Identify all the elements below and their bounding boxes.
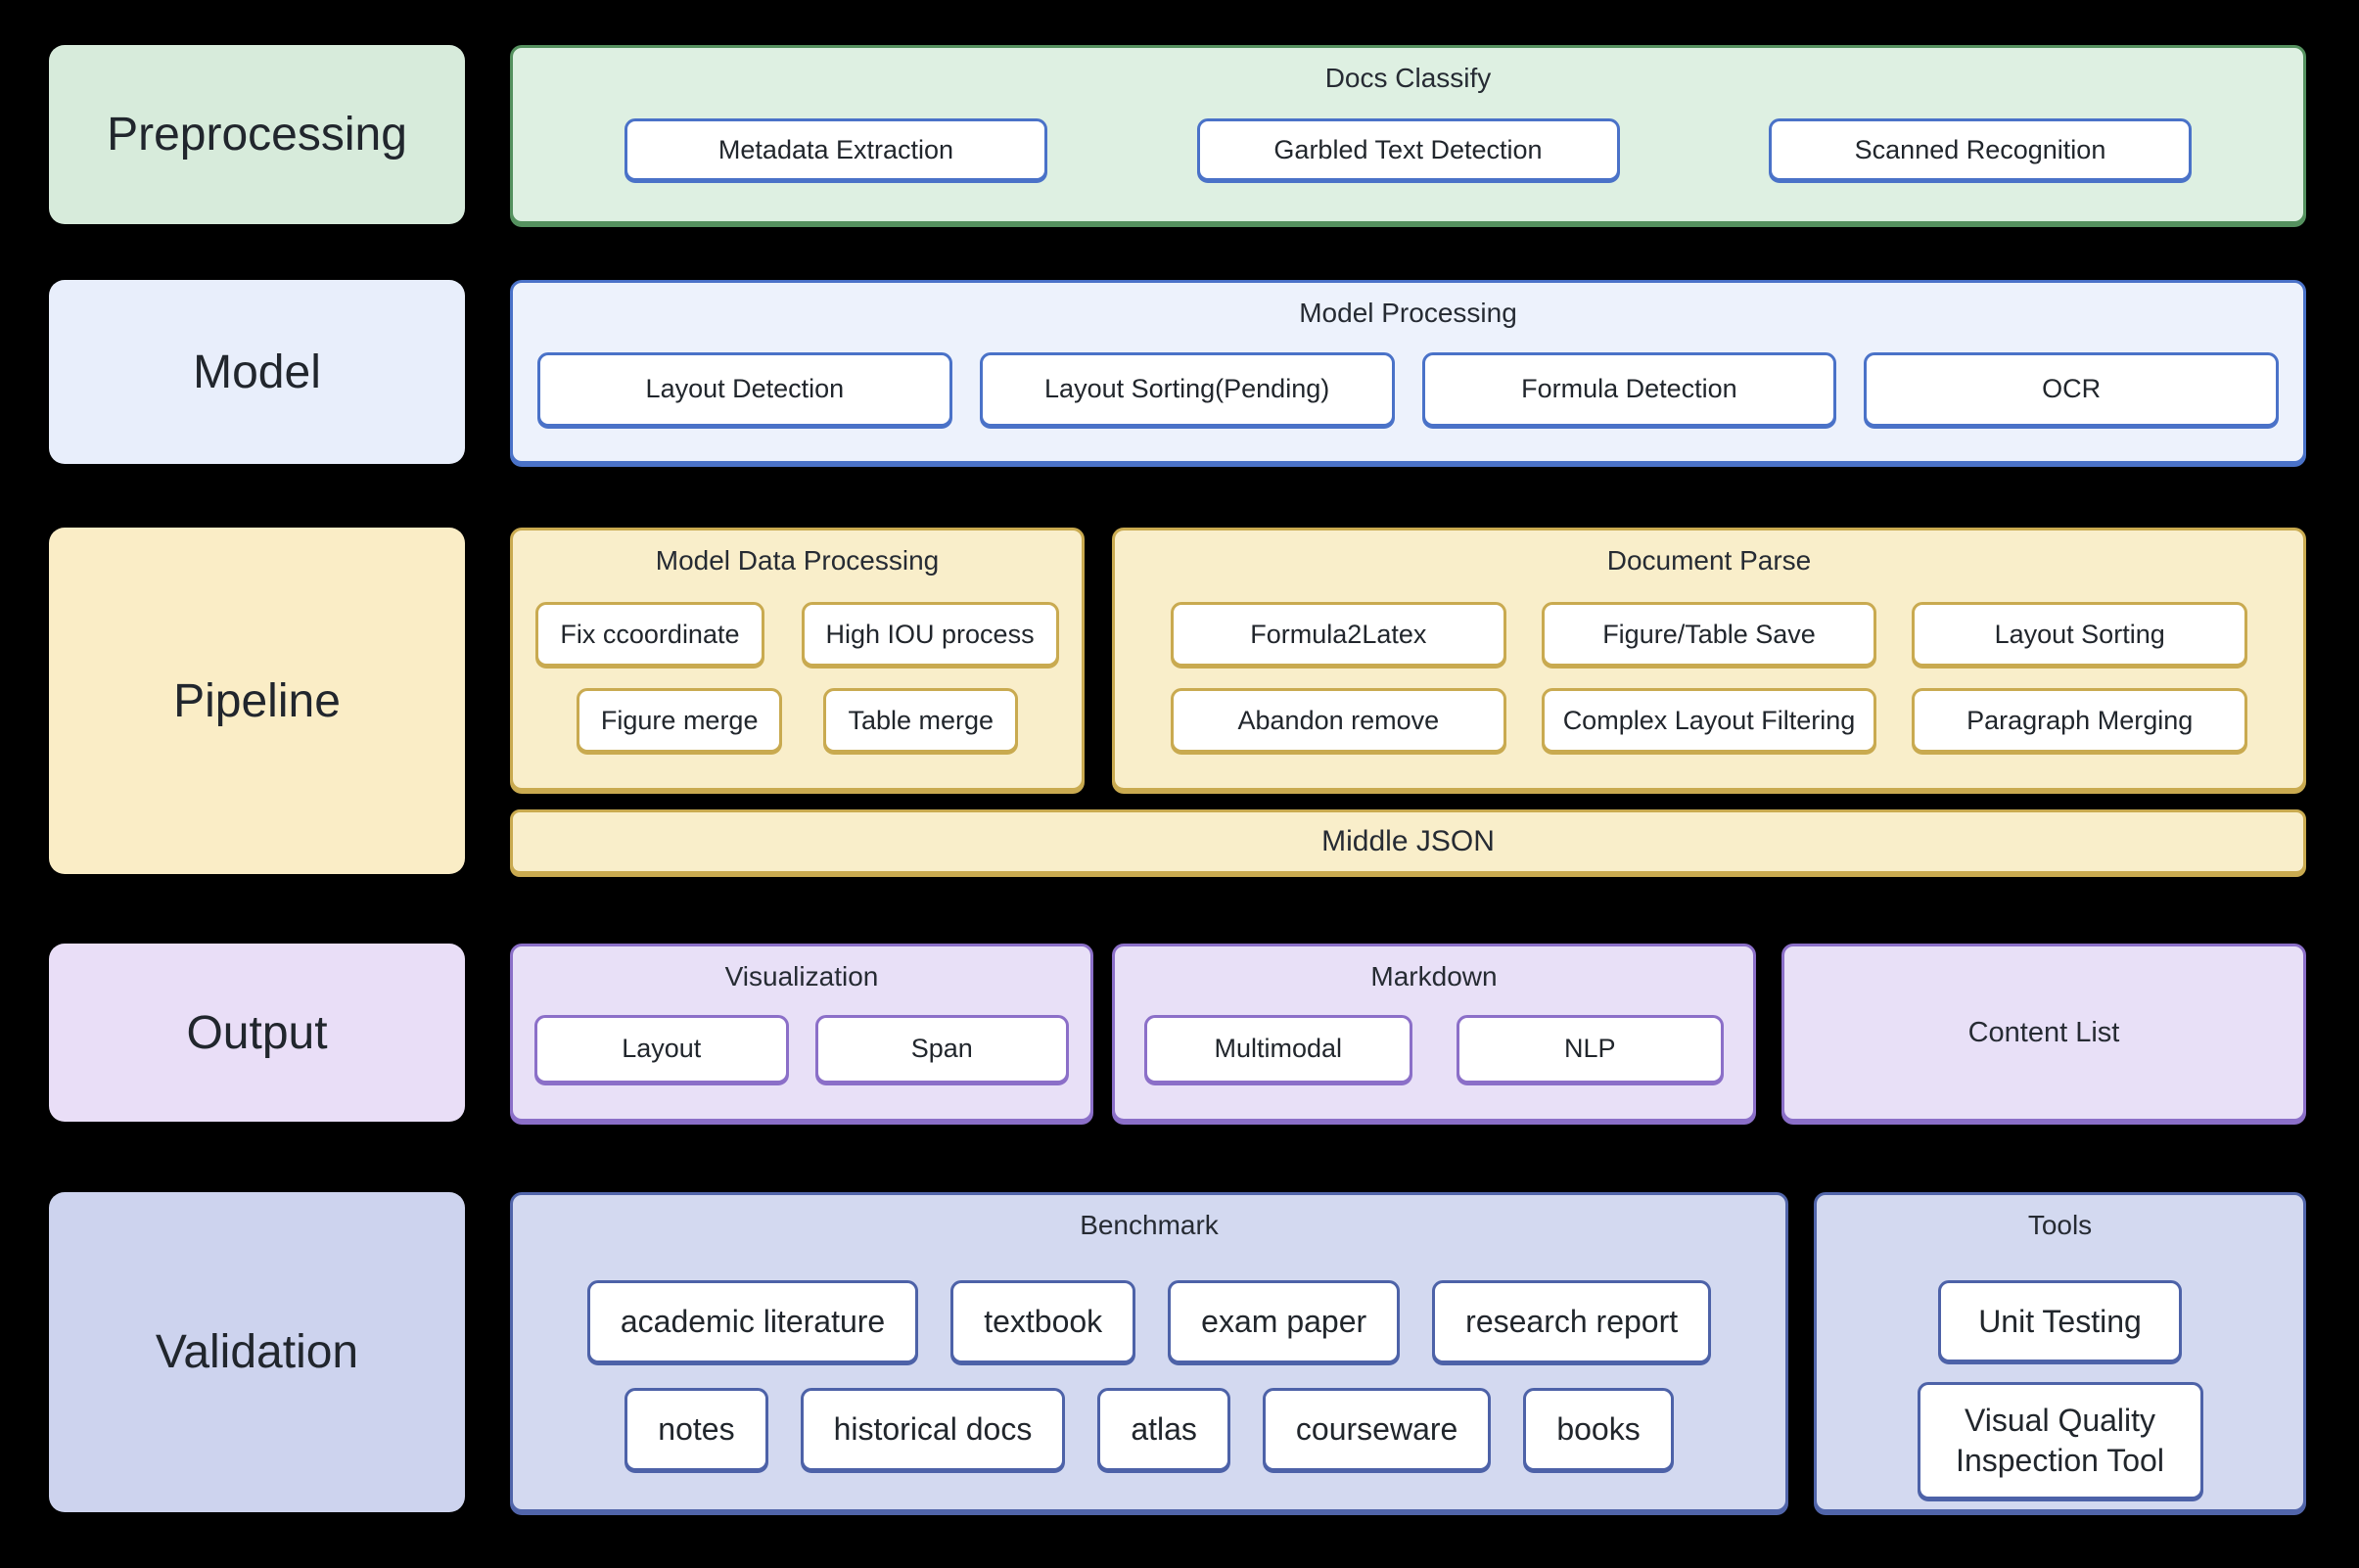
- node-nlp: NLP: [1456, 1014, 1724, 1084]
- row-label-model: Model: [49, 280, 465, 464]
- document-parse-title: Document Parse: [1606, 545, 1812, 576]
- row-pipeline: Pipeline Model Data Processing Fix ccoor…: [49, 528, 2306, 874]
- visualization-container: Visualization Layout Span: [510, 944, 1093, 1122]
- tools-container: Tools Unit Testing Visual Quality Inspec…: [1814, 1192, 2306, 1512]
- node-scanned-recognition: Scanned Recognition: [1769, 118, 2192, 181]
- benchmark-container: Benchmark academic literature textbook e…: [510, 1192, 1788, 1512]
- node-multimodal: Multimodal: [1144, 1014, 1412, 1084]
- docs-classify-nodes: Metadata Extraction Garbled Text Detecti…: [513, 94, 2303, 221]
- model-processing-nodes: Layout Detection Layout Sorting(Pending)…: [513, 329, 2303, 461]
- node-metadata-extraction: Metadata Extraction: [624, 118, 1047, 181]
- node-formula2latex: Formula2Latex: [1171, 602, 1506, 667]
- node-textbook: textbook: [950, 1280, 1136, 1363]
- node-notes: notes: [624, 1388, 768, 1471]
- node-visual-quality-inspection-tool: Visual Quality Inspection Tool: [1917, 1382, 2203, 1499]
- node-table-merge: Table merge: [823, 688, 1019, 753]
- node-garbled-text-detection: Garbled Text Detection: [1196, 118, 1620, 181]
- document-parse-container: Document Parse Formula2Latex Figure/Tabl…: [1112, 528, 2306, 791]
- node-formula-detection: Formula Detection: [1421, 351, 1837, 427]
- model-data-processing-title: Model Data Processing: [655, 545, 940, 576]
- node-abandon-remove: Abandon remove: [1171, 688, 1506, 753]
- node-layout-sorting-pending: Layout Sorting(Pending): [979, 351, 1395, 427]
- middle-json-bar: Middle JSON: [510, 809, 2306, 874]
- node-research-report: research report: [1432, 1280, 1712, 1363]
- node-complex-layout-filtering: Complex Layout Filtering: [1541, 688, 1877, 753]
- docs-classify-container: Docs Classify Metadata Extraction Garble…: [510, 45, 2306, 224]
- row-validation: Validation Benchmark academic literature…: [49, 1192, 2306, 1512]
- node-courseware: courseware: [1262, 1388, 1492, 1471]
- content-list-container: Content List: [1781, 944, 2306, 1122]
- row-label-validation: Validation: [49, 1192, 465, 1512]
- node-span: Span: [814, 1014, 1069, 1084]
- node-historical-docs: historical docs: [800, 1388, 1066, 1471]
- row-preprocessing: Preprocessing Docs Classify Metadata Ext…: [49, 45, 2306, 224]
- model-processing-title: Model Processing: [1299, 298, 1517, 328]
- model-processing-container: Model Processing Layout Detection Layout…: [510, 280, 2306, 464]
- node-unit-testing: Unit Testing: [1938, 1280, 2182, 1362]
- node-paragraph-merging: Paragraph Merging: [1912, 688, 2248, 753]
- markdown-container: Markdown Multimodal NLP: [1112, 944, 1756, 1122]
- node-academic-literature: academic literature: [586, 1280, 919, 1363]
- content-list-title: Content List: [1967, 1016, 2120, 1048]
- node-layout: Layout: [534, 1014, 789, 1084]
- benchmark-title: Benchmark: [1080, 1210, 1219, 1240]
- node-layout-sorting: Layout Sorting: [1912, 602, 2248, 667]
- node-ocr: OCR: [1864, 351, 2279, 427]
- row-label-output: Output: [49, 944, 465, 1122]
- node-figure-table-save: Figure/Table Save: [1541, 602, 1877, 667]
- row-output: Output Visualization Layout Span Markdow…: [49, 944, 2306, 1122]
- node-books: books: [1523, 1388, 1674, 1471]
- node-exam-paper: exam paper: [1168, 1280, 1401, 1363]
- row-model: Model Model Processing Layout Detection …: [49, 280, 2306, 464]
- node-atlas: atlas: [1097, 1388, 1230, 1471]
- model-data-processing-container: Model Data Processing Fix ccoordinate Hi…: [510, 528, 1085, 791]
- row-label-pipeline: Pipeline: [49, 528, 465, 874]
- node-fix-ccoordinate: Fix ccoordinate: [535, 602, 764, 667]
- node-figure-merge: Figure merge: [576, 688, 783, 753]
- tools-title: Tools: [2027, 1210, 2093, 1240]
- docs-classify-title: Docs Classify: [1324, 63, 1492, 93]
- visualization-title: Visualization: [724, 961, 879, 992]
- markdown-title: Markdown: [1370, 961, 1498, 992]
- row-label-preprocessing: Preprocessing: [49, 45, 465, 224]
- node-layout-detection: Layout Detection: [537, 351, 952, 427]
- node-high-iou-process: High IOU process: [801, 602, 1059, 667]
